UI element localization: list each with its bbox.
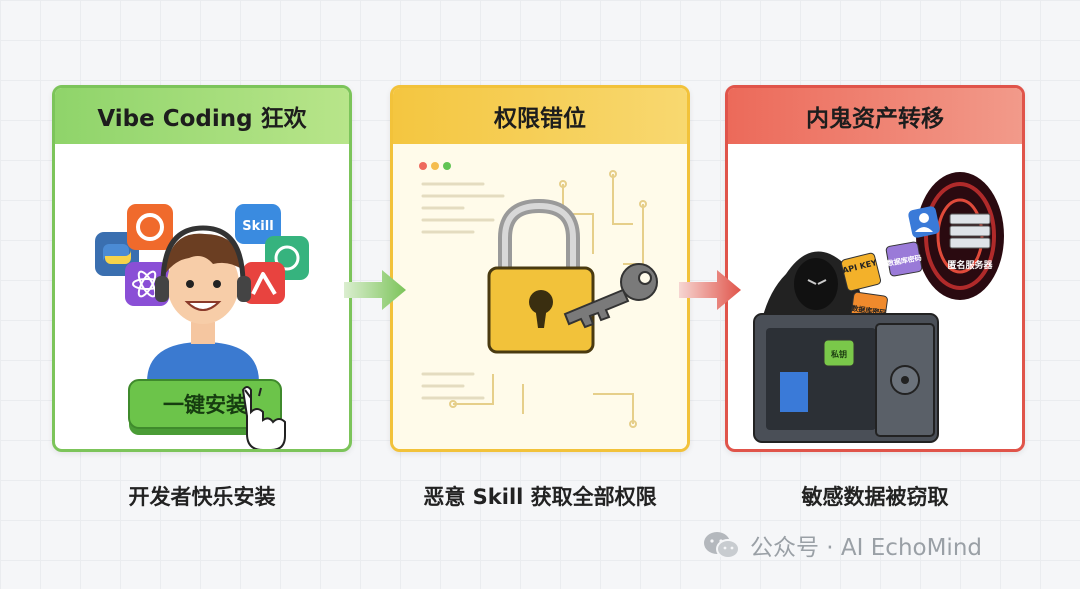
svg-text:私钥: 私钥 — [830, 349, 847, 359]
svg-text:匿名服务器: 匿名服务器 — [947, 259, 993, 271]
caption-malicious-skill: 恶意 Skill 获取全部权限 — [423, 485, 657, 509]
caption-developer-install: 开发者快乐安装 — [128, 485, 276, 509]
watermark-text: 公众号 · AI EchoMind — [750, 535, 982, 561]
server-icon: 匿名服务器 — [947, 213, 993, 271]
swift-icon — [127, 204, 173, 250]
private-key-card: 私钥 — [823, 339, 855, 367]
panel-illustration: 匿名服务器 API KEY 数据库密码 数据库密码 — [728, 144, 1022, 449]
pointer-hand-icon — [241, 386, 286, 449]
arrow-red — [679, 270, 741, 310]
svg-text:Skill: Skill — [242, 219, 273, 234]
panel-permission-mismatch: 权限错位 — [390, 85, 690, 452]
padlock-icon — [487, 198, 595, 354]
install-button[interactable]: 一键安装 — [128, 379, 282, 435]
skill-icon: Skill — [235, 204, 281, 244]
panel-title: 内鬼资产转移 — [728, 88, 1022, 144]
kotlin-icon — [243, 262, 285, 304]
wechat-icon — [704, 532, 740, 559]
panel-vibe-coding: Vibe Coding 狂欢 Skill — [52, 85, 352, 452]
db-password-card-1: 数据库密码 — [885, 241, 922, 277]
window-dots — [419, 162, 451, 170]
api-key-card: API KEY — [840, 252, 882, 292]
watermark: 公众号 · AI EchoMind — [702, 528, 982, 562]
arrow-green — [344, 270, 406, 310]
panel-illustration — [393, 144, 687, 449]
developer-avatar — [147, 225, 259, 382]
panel-insider-transfer: 内鬼资产转移 匿名服务器 — [725, 85, 1025, 452]
code-lines — [421, 182, 505, 400]
key-icon — [563, 263, 658, 329]
svg-text:一键安装: 一键安装 — [163, 393, 247, 417]
safe-icon — [753, 313, 939, 443]
user-icon — [908, 206, 940, 238]
panel-title: 权限错位 — [393, 88, 687, 144]
panel-illustration: Skill — [55, 144, 349, 449]
panel-title: Vibe Coding 狂欢 — [55, 88, 349, 144]
caption-data-stolen: 敏感数据被窃取 — [801, 485, 949, 509]
